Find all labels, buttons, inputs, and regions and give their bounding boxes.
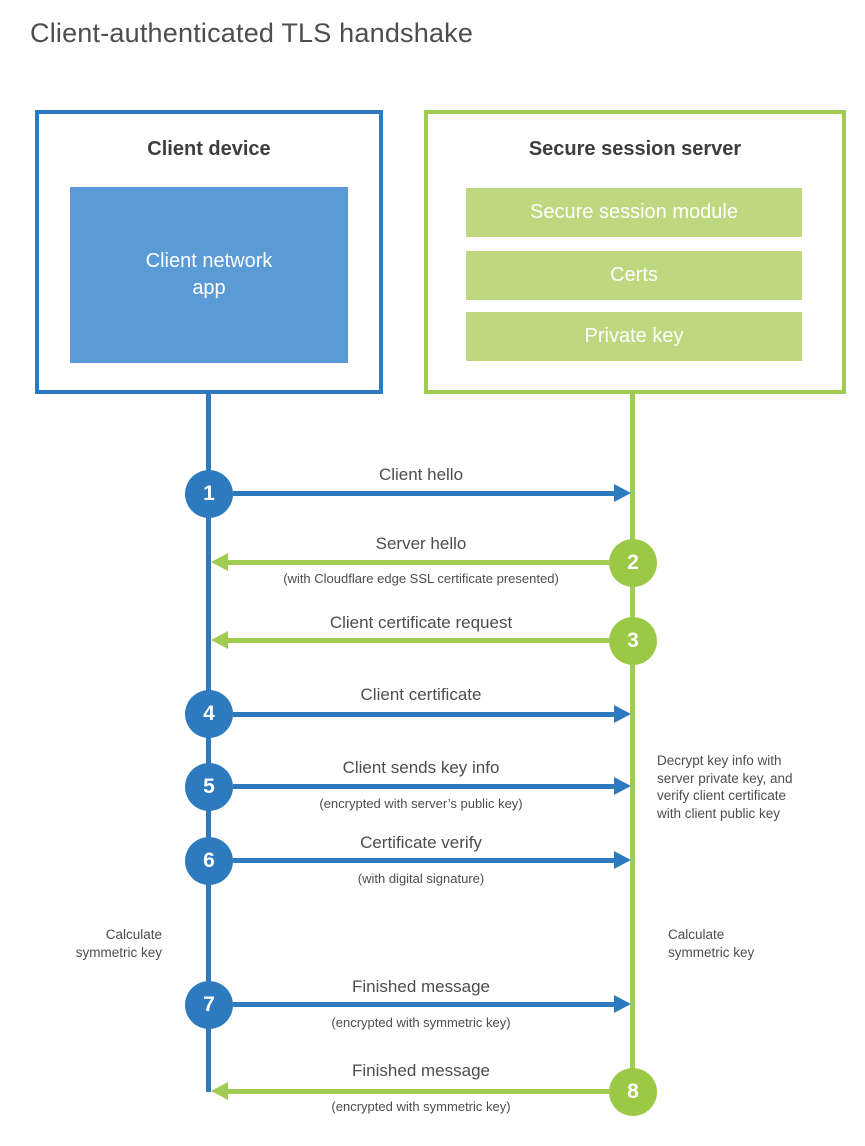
secure-session-server-title: Secure session server	[528, 138, 742, 160]
arrow-certificate-verify	[233, 851, 631, 869]
label-certificate-verify: Certificate verify	[360, 833, 482, 852]
note-calculate-symmetric-key-client: Calculate symmetric key	[75, 927, 162, 960]
server-module-certs: Certs	[466, 251, 802, 300]
arrow-client-certificate-request	[211, 631, 609, 649]
arrow-client-certificate	[233, 705, 631, 723]
step-circle-2: 2	[609, 539, 657, 587]
step-circle-5: 5	[185, 763, 233, 811]
sublabel-finished-message-server: (encrypted with symmetric key)	[331, 1099, 511, 1114]
server-module-secure-session: Secure session module	[466, 188, 802, 237]
label-client-sends-key-info: Client sends key info	[342, 758, 500, 777]
sublabel-certificate-verify: (with digital signature)	[357, 871, 485, 886]
sublabel-finished-message-client: (encrypted with symmetric key)	[331, 1015, 511, 1030]
sublabel-client-sends-key-info: (encrypted with server’s public key)	[319, 796, 523, 811]
arrowhead-right-icon	[614, 705, 631, 723]
arrow-client-hello	[233, 484, 631, 502]
client-network-app-box: Client network app	[70, 187, 348, 363]
step-circle-4: 4	[185, 690, 233, 738]
server-lifeline	[630, 393, 635, 1094]
label-finished-message-client: Finished message	[352, 977, 490, 996]
step-circle-7: 7	[185, 981, 233, 1029]
arrow-client-sends-key-info	[233, 777, 631, 795]
arrowhead-left-icon	[211, 1082, 228, 1100]
arrowhead-left-icon	[211, 553, 228, 571]
arrow-finished-message-client	[233, 995, 631, 1013]
step-circle-3: 3	[609, 617, 657, 665]
server-module-private-key: Private key	[466, 312, 802, 361]
step-circle-6: 6	[185, 837, 233, 885]
note-decrypt-key-info: Decrypt key info with server private key…	[657, 753, 793, 821]
step-circle-8: 8	[609, 1068, 657, 1116]
arrowhead-left-icon	[211, 631, 228, 649]
client-lifeline	[206, 393, 211, 1092]
sublabel-server-hello: (with Cloudflare edge SSL certificate pr…	[283, 571, 559, 586]
label-client-hello: Client hello	[378, 465, 464, 484]
arrowhead-right-icon	[614, 851, 631, 869]
label-server-hello: Server hello	[375, 534, 467, 553]
arrowhead-right-icon	[614, 777, 631, 795]
step-circle-1: 1	[185, 470, 233, 518]
page-title: Client-authenticated TLS handshake	[30, 18, 474, 48]
note-calculate-symmetric-key-server: Calculate symmetric key	[668, 927, 755, 960]
arrow-server-hello	[211, 553, 609, 571]
label-client-certificate-request: Client certificate request	[329, 613, 513, 632]
arrow-finished-message-server	[211, 1082, 609, 1100]
arrowhead-right-icon	[614, 484, 631, 502]
label-finished-message-server: Finished message	[352, 1061, 490, 1080]
arrowhead-right-icon	[614, 995, 631, 1013]
label-client-certificate: Client certificate	[360, 685, 482, 704]
client-device-title: Client device	[147, 138, 271, 160]
